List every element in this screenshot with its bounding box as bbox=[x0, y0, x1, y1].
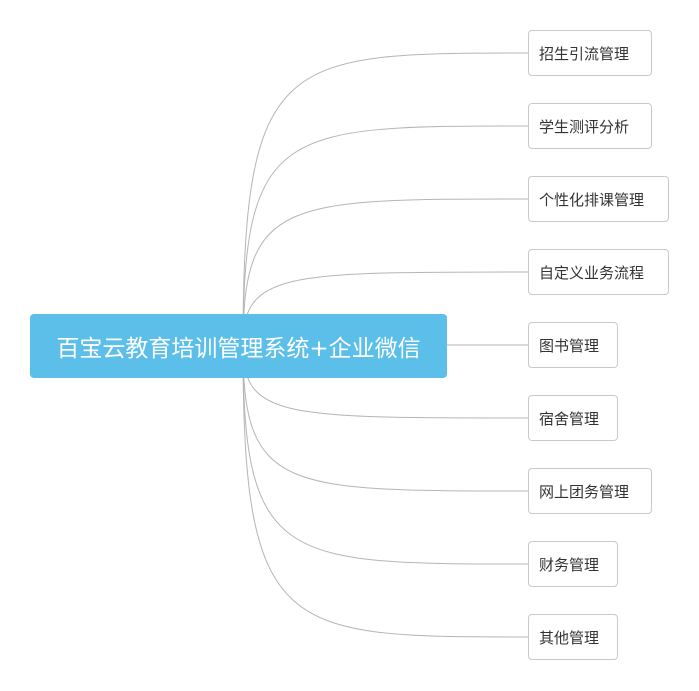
branch-node-other[interactable]: 其他管理 bbox=[528, 614, 618, 660]
branch-node-finance[interactable]: 财务管理 bbox=[528, 541, 618, 587]
branch-node-student-assessment[interactable]: 学生测评分析 bbox=[528, 103, 652, 149]
branch-node-dormitory[interactable]: 宿舍管理 bbox=[528, 395, 618, 441]
connector-line-7 bbox=[242, 345, 529, 565]
branch-node-library[interactable]: 图书管理 bbox=[528, 322, 618, 368]
root-node[interactable]: 百宝云教育培训管理系统+企业微信 bbox=[30, 314, 447, 378]
connector-line-6 bbox=[242, 345, 529, 492]
branch-node-recruitment[interactable]: 招生引流管理 bbox=[528, 30, 652, 76]
branch-node-label: 网上团务管理 bbox=[539, 482, 630, 501]
branch-node-label: 个性化排课管理 bbox=[539, 190, 645, 209]
branch-node-label: 学生测评分析 bbox=[539, 117, 630, 136]
connector-line-8 bbox=[242, 345, 529, 638]
branch-node-custom-workflow[interactable]: 自定义业务流程 bbox=[528, 249, 669, 295]
branch-node-scheduling[interactable]: 个性化排课管理 bbox=[528, 176, 669, 222]
connector-line-0 bbox=[242, 52, 529, 347]
connector-line-2 bbox=[242, 198, 529, 347]
branch-node-label: 图书管理 bbox=[539, 336, 600, 355]
branch-node-label: 招生引流管理 bbox=[539, 44, 630, 63]
branch-node-label: 宿舍管理 bbox=[539, 409, 600, 428]
branch-node-label: 财务管理 bbox=[539, 555, 600, 574]
branch-node-label: 其他管理 bbox=[539, 628, 600, 647]
branch-node-league-affairs[interactable]: 网上团务管理 bbox=[528, 468, 652, 514]
connector-line-1 bbox=[242, 125, 529, 347]
root-node-label: 百宝云教育培训管理系统+企业微信 bbox=[56, 336, 421, 362]
branch-node-label: 自定义业务流程 bbox=[539, 263, 645, 282]
